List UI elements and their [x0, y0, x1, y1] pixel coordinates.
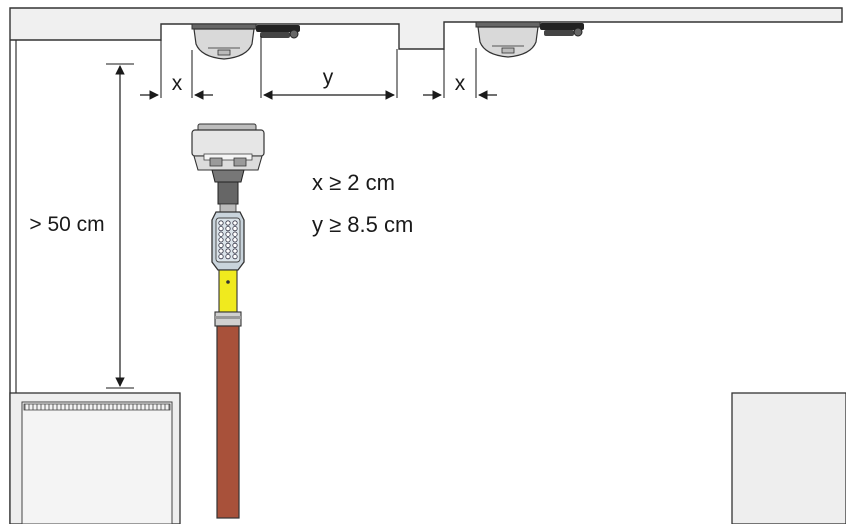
detector-on-pole	[191, 123, 265, 171]
keypad-button	[218, 254, 224, 260]
dimension-y-label: y	[323, 66, 334, 89]
ceiling-outline	[9, 7, 843, 524]
keypad-button	[218, 237, 224, 243]
keypad-button	[225, 254, 231, 260]
extension-lines	[106, 36, 477, 389]
cabinet-right	[731, 392, 846, 524]
keypad-button	[218, 248, 224, 254]
keypad-button	[225, 231, 231, 237]
requirement-y: y ≥ 8.5 cm	[312, 212, 413, 237]
cabinet-left	[9, 392, 181, 524]
keypad-button	[232, 220, 238, 226]
pole-coupling-band	[215, 316, 241, 319]
dimension-y: y	[263, 66, 395, 100]
dimension-height-label: > 50 cm	[29, 213, 104, 236]
keypad-button	[218, 242, 224, 248]
dimension-x-right: x	[423, 72, 497, 100]
keypad-button	[232, 254, 238, 260]
test-pole	[216, 325, 240, 519]
keypad-button	[232, 231, 238, 237]
keypad-button	[225, 220, 231, 226]
dimension-height: > 50 cm	[29, 65, 125, 387]
requirement-x: x ≥ 2 cm	[312, 170, 395, 195]
pole-extension-yellow	[218, 269, 238, 313]
keypad-button	[225, 242, 231, 248]
keypad-button	[218, 231, 224, 237]
keypad-button	[232, 248, 238, 254]
ceiling-detector-right	[475, 21, 584, 58]
keypad-button	[232, 237, 238, 243]
test-cup	[211, 169, 245, 213]
dimension-x-label-left: x	[172, 72, 183, 95]
keypad-button	[232, 226, 238, 232]
keypad-button	[225, 237, 231, 243]
keypad-button	[218, 226, 224, 232]
keypad-buttons	[218, 220, 238, 260]
ceiling-detector-left	[191, 23, 300, 60]
keypad-button	[232, 242, 238, 248]
keypad-button	[225, 248, 231, 254]
keypad-button	[225, 226, 231, 232]
dimension-x-label-right: x	[455, 72, 466, 95]
dimension-x-left: x	[140, 72, 213, 100]
keypad-button	[218, 220, 224, 226]
